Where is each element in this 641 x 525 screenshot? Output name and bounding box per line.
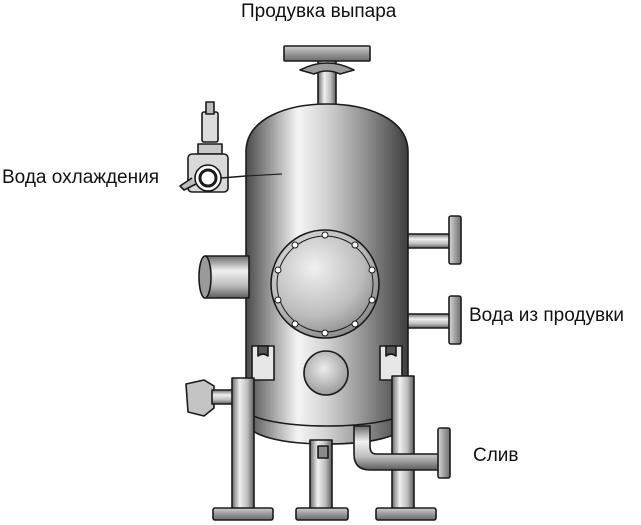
left-leg [212, 377, 274, 521]
center-leg [295, 439, 349, 521]
manhole-cover [270, 229, 380, 339]
side-inlet-pipe [198, 255, 250, 299]
left-support-bracket [251, 345, 275, 381]
blowdown-water-label: Вода из продувки [469, 305, 624, 326]
blowdown-water-nozzle [407, 295, 462, 345]
steam-blowoff-label: Продувка выпара [241, 1, 397, 22]
drain-label: Слив [473, 445, 519, 466]
right-leg [375, 375, 437, 521]
cooling-water-valve [179, 101, 283, 193]
cooling-water-label: Вода охлаждения [2, 167, 160, 188]
right-upper-nozzle [407, 215, 462, 265]
drain-pipe [353, 425, 451, 479]
right-support-bracket [379, 345, 403, 381]
inspection-port [303, 350, 349, 396]
bottom-left-valve [185, 379, 235, 417]
